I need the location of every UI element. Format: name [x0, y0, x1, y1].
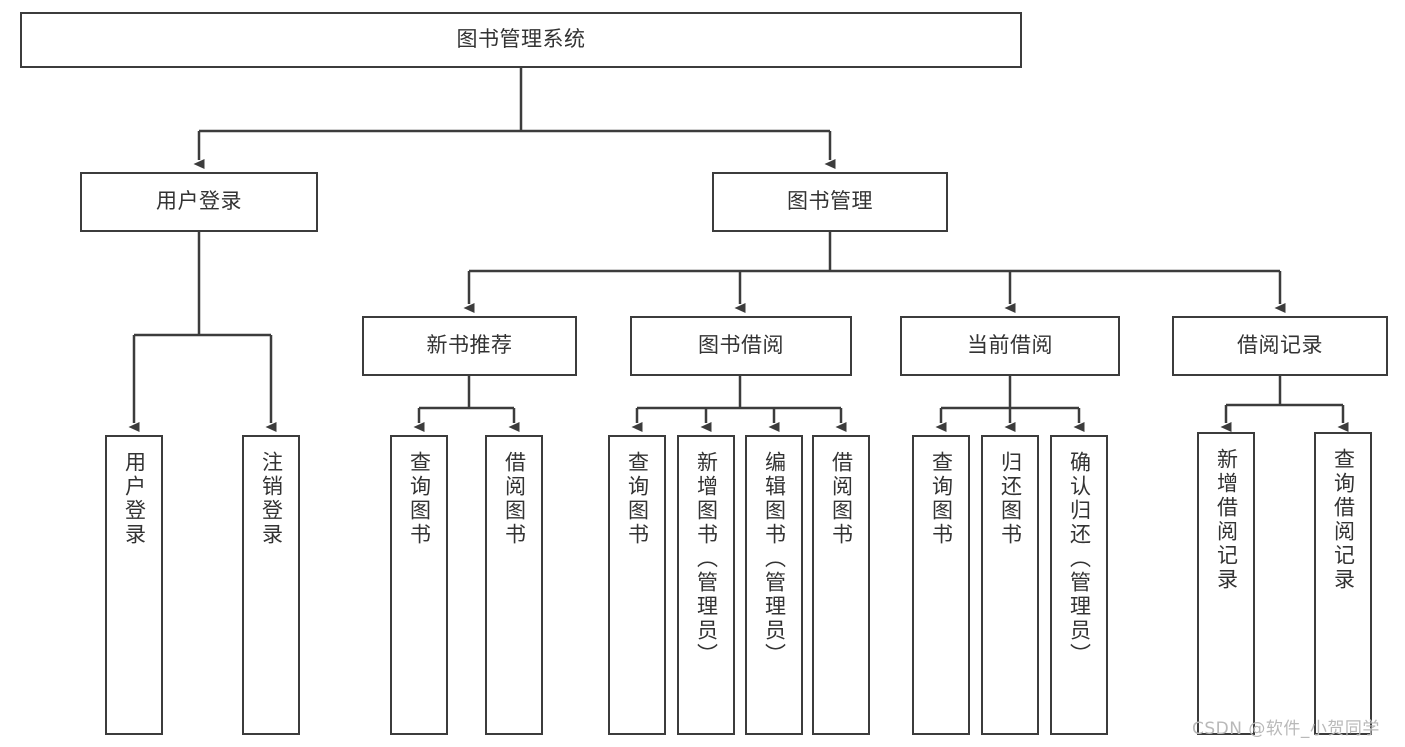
- node-root-label: 图书管理系统: [456, 27, 586, 52]
- node-book-borrow[interactable]: 图书借阅: [630, 316, 852, 376]
- leaf-current-borrow-query-label: 查询图书: [929, 451, 954, 547]
- leaf-borrow-record-query[interactable]: 查询借阅记录: [1314, 432, 1372, 735]
- node-user-login-label: 用户登录: [156, 189, 242, 214]
- node-user-login[interactable]: 用户登录: [80, 172, 318, 232]
- leaf-current-borrow-confirm[interactable]: 确认归还（管理员）: [1050, 435, 1108, 735]
- node-current-borrow-label: 当前借阅: [967, 333, 1053, 358]
- leaf-borrow-record-add[interactable]: 新增借阅记录: [1197, 432, 1255, 735]
- node-book-management-label: 图书管理: [787, 189, 873, 214]
- leaf-new-book-borrow-label: 借阅图书: [502, 451, 527, 547]
- leaf-book-borrow-edit[interactable]: 编辑图书（管理员）: [745, 435, 803, 735]
- watermark: CSDN @软件_小贺同学: [1192, 719, 1380, 739]
- leaf-current-borrow-query[interactable]: 查询图书: [912, 435, 970, 735]
- leaf-book-borrow-query[interactable]: 查询图书: [608, 435, 666, 735]
- node-current-borrow[interactable]: 当前借阅: [900, 316, 1120, 376]
- leaf-user-login-signout[interactable]: 注销登录: [242, 435, 300, 735]
- leaf-book-borrow-borrow-label: 借阅图书: [829, 451, 854, 547]
- leaf-current-borrow-confirm-label: 确认归还（管理员）: [1067, 451, 1092, 667]
- node-borrow-record-label: 借阅记录: [1237, 333, 1323, 358]
- leaf-book-borrow-query-label: 查询图书: [625, 451, 650, 547]
- leaf-user-login-signin-label: 用户登录: [122, 451, 147, 547]
- leaf-current-borrow-return[interactable]: 归还图书: [981, 435, 1039, 735]
- leaf-borrow-record-query-label: 查询借阅记录: [1331, 448, 1356, 592]
- leaf-book-borrow-add-label: 新增图书（管理员）: [694, 451, 719, 667]
- node-book-management[interactable]: 图书管理: [712, 172, 948, 232]
- leaf-new-book-query[interactable]: 查询图书: [390, 435, 448, 735]
- node-new-book-recommend-label: 新书推荐: [426, 333, 513, 358]
- leaf-book-borrow-edit-label: 编辑图书（管理员）: [762, 451, 787, 667]
- leaf-book-borrow-borrow[interactable]: 借阅图书: [812, 435, 870, 735]
- leaf-new-book-borrow[interactable]: 借阅图书: [485, 435, 543, 735]
- node-book-borrow-label: 图书借阅: [698, 333, 784, 358]
- leaf-new-book-query-label: 查询图书: [407, 451, 432, 547]
- leaf-borrow-record-add-label: 新增借阅记录: [1214, 448, 1239, 592]
- leaf-user-login-signout-label: 注销登录: [259, 451, 284, 547]
- node-borrow-record[interactable]: 借阅记录: [1172, 316, 1388, 376]
- node-root[interactable]: 图书管理系统: [20, 12, 1022, 68]
- node-new-book-recommend[interactable]: 新书推荐: [362, 316, 577, 376]
- leaf-book-borrow-add[interactable]: 新增图书（管理员）: [677, 435, 735, 735]
- leaf-user-login-signin[interactable]: 用户登录: [105, 435, 163, 735]
- leaf-current-borrow-return-label: 归还图书: [998, 451, 1023, 547]
